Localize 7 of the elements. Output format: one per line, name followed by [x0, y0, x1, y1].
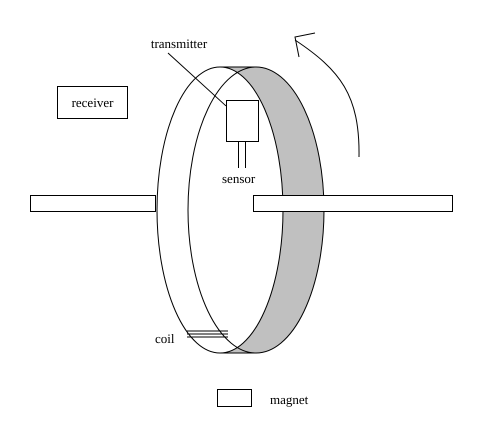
receiver-box: receiver: [57, 86, 128, 119]
coil-label: coil: [155, 332, 174, 345]
sensor-label: sensor: [222, 172, 256, 185]
transmitter-box: [226, 100, 259, 142]
transmitter-label: transmitter: [146, 36, 212, 52]
leader-line: [168, 52, 226, 106]
legend-label: magnet: [270, 393, 308, 406]
